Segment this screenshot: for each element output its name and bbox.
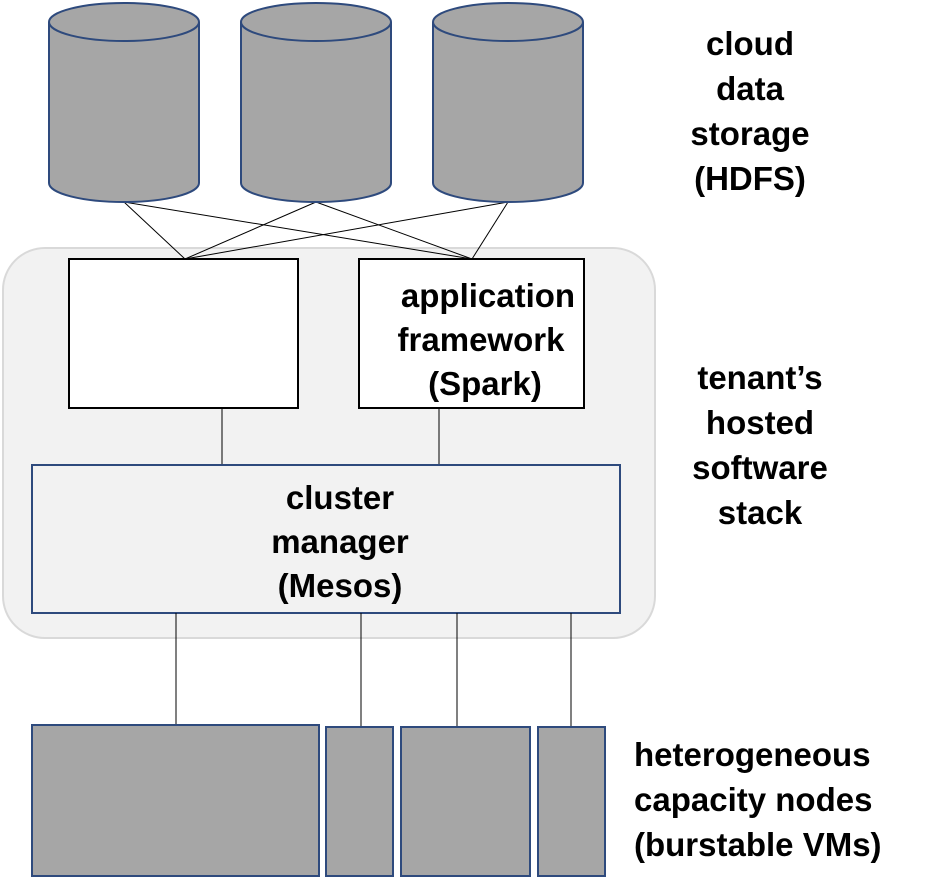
- cluster-manager-line: (Mesos): [277, 567, 403, 604]
- app-framework-line: (Spark): [428, 365, 542, 402]
- capacity-node: [400, 726, 531, 877]
- capacity-nodes-label: heterogeneous capacity nodes (burstable …: [634, 732, 934, 867]
- cluster-manager-box: [31, 464, 621, 614]
- app-framework-line: framework: [397, 321, 565, 358]
- capacity-nodes-line: (burstable VMs): [634, 826, 882, 863]
- link-line: [123, 201, 473, 260]
- capacity-node: [325, 726, 394, 877]
- framework-box-empty: [68, 258, 299, 409]
- link-line: [184, 201, 509, 260]
- app-framework-line: application: [400, 277, 576, 314]
- storage-cylinder: [240, 2, 392, 203]
- link-line: [471, 201, 509, 260]
- cluster-manager-label: cluster manager (Mesos): [240, 476, 440, 608]
- framework-box-spark: [358, 258, 585, 409]
- storage-cylinder: [48, 2, 200, 203]
- cloud-storage-line: cloud: [706, 25, 794, 62]
- cluster-manager-line: manager: [271, 523, 409, 560]
- hosted-stack-line: software: [692, 449, 828, 486]
- storage-framework-links: [123, 201, 509, 260]
- manager-node-links: [175, 613, 572, 727]
- app-framework-label: application framework (Spark): [364, 274, 612, 406]
- capacity-nodes-line: capacity nodes: [634, 781, 873, 818]
- hosted-stack-line: stack: [717, 494, 803, 531]
- cloud-storage-line: storage: [690, 115, 810, 152]
- framework-manager-links: [221, 408, 440, 465]
- link-line: [184, 201, 317, 260]
- link-line: [123, 201, 186, 260]
- storage-cylinder: [432, 2, 584, 203]
- capacity-node: [31, 724, 320, 877]
- cloud-storage-line: data: [716, 70, 784, 107]
- link-line: [315, 201, 473, 260]
- cloud-storage-label: cloud data storage (HDFS): [670, 21, 830, 201]
- cluster-manager-line: cluster: [285, 479, 395, 516]
- cloud-storage-line: (HDFS): [694, 160, 806, 197]
- hosted-stack-line: hosted: [705, 404, 815, 441]
- capacity-nodes-line: heterogeneous: [634, 736, 871, 773]
- capacity-node: [537, 726, 606, 877]
- hosted-stack-label: tenant’s hosted software stack: [670, 355, 850, 535]
- hosted-stack-line: tenant’s: [697, 359, 823, 396]
